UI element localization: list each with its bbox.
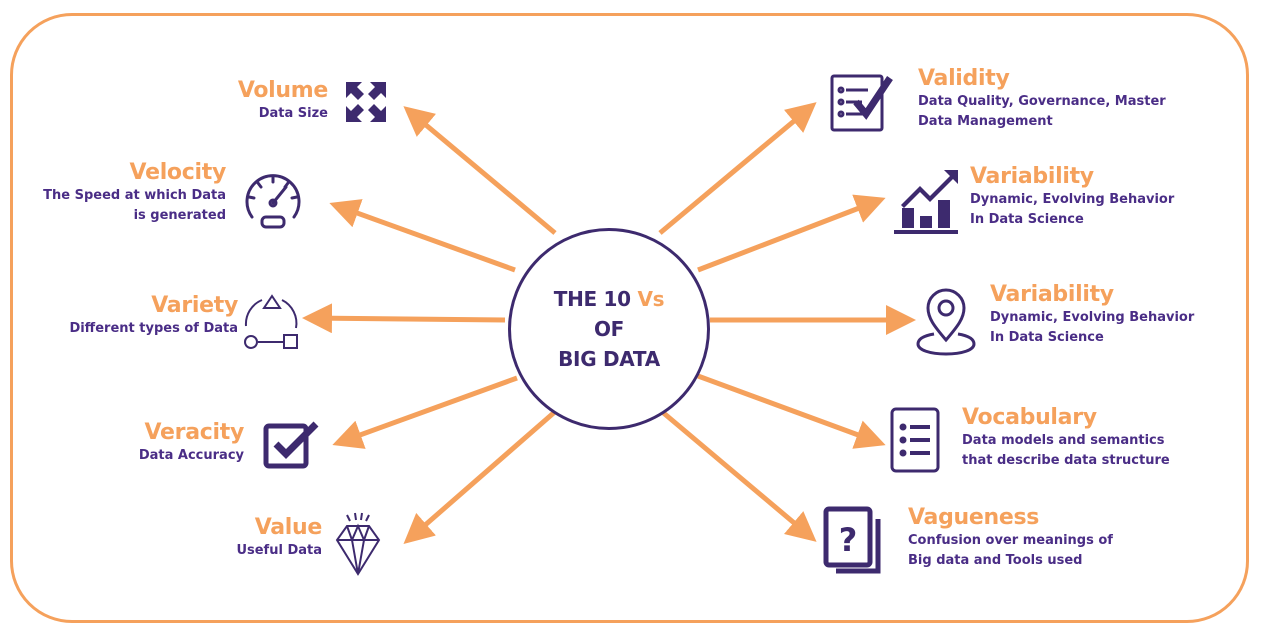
item-velocity: Velocity The Speed at which Data is gene… xyxy=(43,160,226,226)
item-validity: Validity Data Quality, Governance, Maste… xyxy=(918,66,1166,132)
arrow-vagueness xyxy=(658,408,817,542)
item-value: Value Useful Data xyxy=(236,515,322,561)
arrow-value xyxy=(403,408,559,544)
arrow-vocabulary xyxy=(697,373,886,449)
item-title: Validity xyxy=(918,66,1010,91)
arrow-variability-1 xyxy=(697,194,886,273)
item-title: Vocabulary xyxy=(962,405,1097,430)
item-desc-line: is generated xyxy=(133,208,226,223)
item-vagueness: Vagueness Confusion over meanings of Big… xyxy=(908,505,1113,571)
item-vocabulary: Vocabulary Data models and semantics tha… xyxy=(962,405,1170,471)
item-title: Velocity xyxy=(129,160,227,185)
expand-arrows-icon xyxy=(344,80,388,124)
item-desc-line: Useful Data xyxy=(236,543,322,558)
center-line-3: BIG DATA xyxy=(558,347,660,371)
arrow-volume xyxy=(403,106,557,235)
item-desc-line: Confusion over meanings of xyxy=(908,533,1113,548)
center-line-1: THE 10 Vs xyxy=(554,284,665,314)
item-desc-line: In Data Science xyxy=(970,212,1084,227)
center-vs: Vs xyxy=(637,287,665,311)
outer-frame xyxy=(10,13,1249,623)
item-desc-line: Data Quality, Governance, Master xyxy=(918,94,1166,109)
item-desc-line: Data Accuracy xyxy=(138,448,244,463)
item-desc-line: Dynamic, Evolving Behavior xyxy=(990,310,1195,325)
item-desc-line: Data models and semantics xyxy=(962,433,1165,448)
item-volume: Volume Data Size xyxy=(238,78,328,124)
arrow-validity xyxy=(658,102,817,235)
item-title: Veracity xyxy=(144,420,245,445)
shapes-icon xyxy=(240,290,304,354)
question-cards-icon: ? xyxy=(822,505,888,579)
arrow-veracity xyxy=(332,375,518,449)
checkbox-icon xyxy=(262,420,324,472)
item-veracity: Veracity Data Accuracy xyxy=(139,420,244,466)
svg-text:?: ? xyxy=(839,521,858,559)
item-title: Variability xyxy=(990,282,1114,307)
growth-chart-icon xyxy=(892,168,962,236)
item-title: Variability xyxy=(970,164,1094,189)
item-desc-line: The Speed at which Data xyxy=(43,188,226,203)
diamond-icon xyxy=(333,512,383,580)
item-variability-1: Variability Dynamic, Evolving Behavior I… xyxy=(970,164,1174,230)
item-title: Value xyxy=(254,515,323,540)
center-line-2: OF xyxy=(593,317,625,341)
center-circle: THE 10 Vs OF BIG DATA xyxy=(508,228,710,430)
location-pin-icon xyxy=(914,284,978,356)
item-desc-line: Data Management xyxy=(918,114,1053,129)
item-desc-line: that describe data structure xyxy=(962,453,1170,468)
arrow-variety xyxy=(302,303,506,334)
item-desc-line: Data Size xyxy=(258,106,328,121)
item-desc-line: Dynamic, Evolving Behavior xyxy=(970,192,1175,207)
item-variety: Variety Different types of Data xyxy=(69,293,238,339)
item-title: Vagueness xyxy=(908,505,1040,530)
arrow-velocity xyxy=(329,199,516,273)
speedometer-icon xyxy=(238,165,308,235)
item-desc-line: In Data Science xyxy=(990,330,1104,345)
item-desc-line: Big data and Tools used xyxy=(908,553,1083,568)
checklist-icon xyxy=(828,72,898,134)
center-prefix: THE 10 xyxy=(553,287,638,311)
item-variability-2: Variability Dynamic, Evolving Behavior I… xyxy=(990,282,1194,348)
item-title: Variety xyxy=(151,293,238,318)
item-desc-line: Different types of Data xyxy=(69,321,238,336)
list-document-icon xyxy=(888,405,944,475)
item-title: Volume xyxy=(237,78,328,103)
